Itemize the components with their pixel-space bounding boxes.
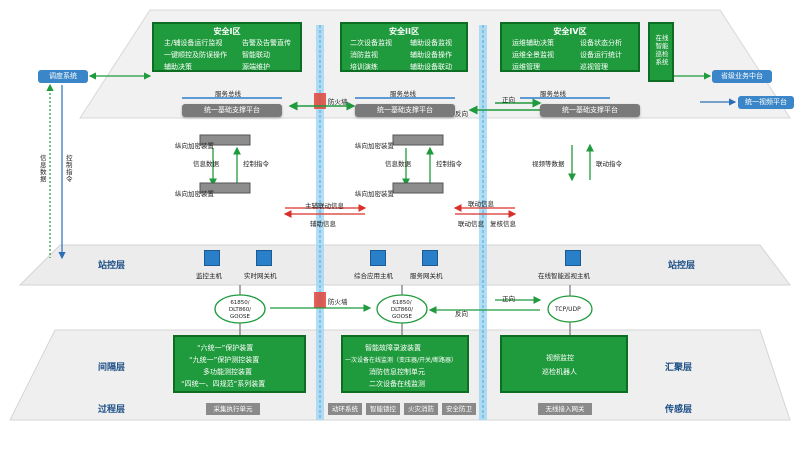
bus-label-1: 服务总线 (215, 90, 241, 98)
zone-4-item: 设备状态分析 (580, 39, 622, 47)
server-icon (204, 250, 220, 266)
reverse-bottom-label: 反向 (455, 310, 468, 318)
bay-box-mid: 智能故障录波装置 一次设备在线监测（变压器/开关/断路器） 消防信息控制单元 二… (341, 335, 469, 393)
server-icon (256, 250, 272, 266)
zone-4-item: 运维全景监视 (512, 51, 554, 59)
bus-label-2: 服务总线 (390, 90, 416, 98)
zone-4-item: 巡视管理 (580, 63, 608, 71)
platform-zone-2: 统一基础支撑平台 (355, 104, 455, 117)
flow-video-data: 视频等数据 (532, 160, 565, 168)
station-patrol-host: 在线智能巡视主机 (538, 272, 590, 280)
zone-1-item: 一键顺控及防误操作 (164, 51, 227, 59)
zone-2-item: 消防监视 (350, 51, 378, 59)
forward-top-label: 正向 (502, 96, 515, 104)
process-tag-env: 动环系统 (328, 403, 362, 415)
flow-recheck-info: 复核信息 (490, 220, 516, 228)
crypto-label-b2: 纵向加密装置 (355, 190, 394, 198)
flow-info-a: 信息数据 (193, 160, 219, 168)
process-tag-wireless: 无线接入网关 (538, 403, 592, 415)
platform-zone-4: 统一基础支撑平台 (540, 104, 640, 117)
cloud-protocol-2: 61850/ DLT860/ GOOSE (390, 300, 414, 320)
forward-bottom-label: 正向 (502, 295, 515, 303)
bay-left-item: “九统一”保护测控装置 (189, 356, 260, 364)
zone-1-item: 主/辅设备运行监视 (164, 39, 223, 47)
layer-station-right: 站控层 (668, 261, 696, 271)
station-app-host: 综合应用主机 (354, 272, 393, 280)
firewall-top-label: 防火墙 (328, 98, 348, 106)
zone-2-item: 辅助设备联动 (410, 63, 452, 71)
side-label-info: 信息数据 (40, 154, 47, 183)
station-monitor-host: 监控主机 (196, 272, 222, 280)
zone-4-title: 安全IV区 (553, 27, 587, 36)
patrol-system-label: 在线智能巡检系统 (655, 34, 669, 66)
crypto-label-a1: 纵向加密装置 (175, 142, 214, 150)
zone-2-item: 辅助设备监视 (410, 39, 452, 47)
flow-ctrl-b: 控制指令 (436, 160, 462, 168)
zone-2-item: 辅助设备操作 (410, 51, 452, 59)
process-tag-fire: 火灾消防 (404, 403, 438, 415)
side-label-control: 控制指令 (66, 154, 73, 183)
provincial-platform: 省级业务中台 (712, 70, 772, 83)
server-icon (370, 250, 386, 266)
bay-mid-item: 一次设备在线监测（变压器/开关/断路器） (345, 357, 458, 364)
video-platform: 统一视频平台 (738, 96, 794, 109)
zone-1-item: 告警及告警直传 (242, 39, 291, 47)
zone-2-item: 二次设备监视 (350, 39, 392, 47)
station-svc-gateway: 服务网关机 (410, 272, 443, 280)
layer-aggregation: 汇聚层 (665, 363, 693, 373)
bay-left-item: “六统一”保护装置 (197, 344, 254, 352)
bay-right-item: 视频监控 (546, 354, 574, 362)
zone-1-box: 安全I区 主/辅设备运行监视 告警及告警直传 一键顺控及防误操作 智能联动 辅助… (152, 22, 302, 72)
zone-4-box: 安全IV区 运维辅助决策 设备状态分析 运维全景监视 设备运行统计 运维管理 巡… (500, 22, 640, 72)
bay-left-item: 多功能测控装置 (203, 368, 252, 376)
flow-linkage-cmd: 联动指令 (596, 160, 622, 168)
firewall-bottom-label: 防火墙 (328, 298, 348, 306)
flow-link-info: 联动信息 (468, 200, 494, 208)
server-icon (422, 250, 438, 266)
zone-4-item: 运维辅助决策 (512, 39, 554, 47)
zone-2-title: 安全II区 (389, 27, 419, 36)
flow-ctrl-a: 控制指令 (243, 160, 269, 168)
bay-mid-item: 智能故障录波装置 (365, 344, 421, 352)
bay-box-left: “六统一”保护装置 “九统一”保护测控装置 多功能测控装置 “四统一、四规范”系… (173, 335, 306, 393)
flow-aux-info: 辅助信息 (310, 220, 336, 228)
flow-info-b: 信息数据 (385, 160, 411, 168)
crypto-label-a2: 纵向加密装置 (175, 190, 214, 198)
layer-sensing: 传感层 (665, 405, 693, 415)
bay-left-item: “四统一、四规范”系列装置 (181, 380, 266, 388)
flow-main-aux-link: 主辅联动信息 (305, 202, 344, 210)
flow-link-info-2: 联动信息 (458, 220, 484, 228)
zone-1-item: 辅助决策 (164, 63, 192, 71)
bay-mid-item: 消防信息控制单元 (369, 368, 425, 376)
crypto-label-b1: 纵向加密装置 (355, 142, 394, 150)
layer-process: 过程层 (98, 405, 126, 415)
zone-1-item: 智能联动 (242, 51, 270, 59)
cloud-protocol-3: TCP/UDP (555, 306, 581, 313)
station-rt-gateway: 实时网关机 (244, 272, 277, 280)
process-tag-smart-lock: 智能锁控 (366, 403, 400, 415)
zone-4-item: 设备运行统计 (580, 51, 622, 59)
layer-bay: 间隔层 (98, 363, 126, 373)
bay-right-item: 巡检机器人 (542, 368, 577, 376)
process-tag-security: 安全防卫 (442, 403, 476, 415)
zone-1-title: 安全I区 (213, 27, 241, 36)
process-tag-acq: 采集执行单元 (206, 403, 260, 415)
dispatch-system: 调度系统 (38, 70, 88, 83)
bus-label-4: 服务总线 (540, 90, 566, 98)
zone-2-box: 安全II区 二次设备监视 辅助设备监视 消防监视 辅助设备操作 培训演练 辅助设… (340, 22, 468, 72)
server-icon (565, 250, 581, 266)
cloud-protocol-1: 61850/ DLT860/ GOOSE (228, 300, 252, 320)
zone-4-item: 运维管理 (512, 63, 540, 71)
layer-station-left: 站控层 (98, 261, 126, 271)
zone-1-item: 源端维护 (242, 63, 270, 71)
reverse-top-label: 反向 (455, 110, 468, 118)
bay-mid-item: 二次设备在线监测 (369, 380, 425, 388)
patrol-system-box: 在线智能巡检系统 (648, 22, 674, 82)
bay-box-right: 视频监控 巡检机器人 (500, 335, 628, 393)
zone-2-item: 培训演练 (350, 63, 378, 71)
platform-zone-1: 统一基础支撑平台 (182, 104, 282, 117)
